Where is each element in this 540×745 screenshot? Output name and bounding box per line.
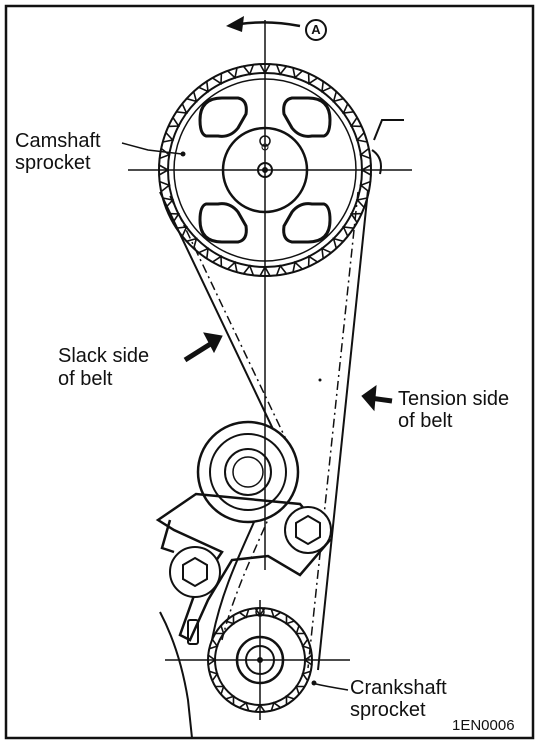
leader-lines (121, 142, 349, 691)
slack-side-arrow (183, 332, 223, 363)
slack-side-label-line1: Slack side (58, 345, 150, 367)
center-lines (128, 20, 412, 720)
slack-side-label-line2: of belt (58, 368, 113, 390)
camshaft-label-line1: Camshaft (15, 130, 101, 152)
figure-frame (4, 4, 535, 740)
crankshaft-leader-dot (311, 680, 317, 686)
tension-side-label-line2: of belt (398, 410, 453, 432)
rotation-marker-label: A (311, 22, 321, 37)
crankshaft-label-line2: sprocket (350, 699, 426, 721)
alignment-slot (187, 619, 199, 645)
crankshaft-sprocket-teeth (207, 607, 313, 713)
camshaft-leader-dot (180, 151, 186, 157)
tensioner-pulley (196, 420, 300, 524)
crankshaft-label-line1: Crankshaft (350, 677, 447, 699)
engine-case-edge (159, 611, 193, 739)
tensioner-bolt-lower (169, 546, 221, 598)
rotation-marker-circle (305, 19, 327, 41)
figure-code: 1EN0006 (452, 717, 515, 734)
camshaft-label-line2: sprocket (15, 152, 91, 174)
tensioner-bolt-upper (284, 506, 332, 554)
camshaft-spoke-windows (198, 96, 332, 244)
camshaft-timing-mark (371, 119, 404, 175)
camshaft-sprocket-teeth (158, 63, 372, 277)
tension-side-label-line1: Tension side (398, 388, 510, 410)
tension-side-arrow (361, 384, 393, 412)
reference-dot (318, 378, 322, 382)
rotation-arrow (226, 16, 301, 32)
